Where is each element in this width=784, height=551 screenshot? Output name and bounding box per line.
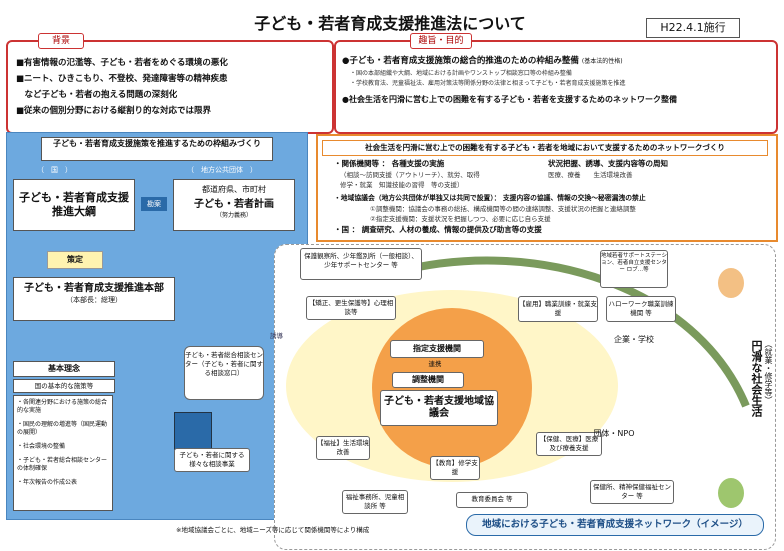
policies-list: ・各関連分野における施策の総合的な実施 ・国民の理解の増進等（国民運動の展開） … — [13, 395, 113, 511]
inner-circle — [372, 308, 532, 468]
background-tab: 背景 — [38, 33, 84, 49]
kyoiku-sub-box: 教育委員会 等 — [456, 492, 528, 508]
network-line: ・地域協議会（地方公共団体が単独又は共同で設置）： 支援内容の協議、情報の交換～… — [334, 194, 646, 202]
sakutei-label: 策定 — [47, 251, 103, 269]
background-item: など子ども・若者の抱える問題の深刻化 — [16, 90, 178, 100]
plan-note: （努力義務） — [215, 212, 252, 219]
framework-panel: 子ども・若者育成支援施策を推進するための枠組みづくり （ 国 ） （ 地方公共団… — [6, 132, 308, 520]
date-badge: H22.4.1施行 — [646, 18, 740, 38]
hoken-sub-text: 保健所、精神保健福祉センター 等 — [593, 483, 671, 500]
network-banner: 地域における子ども・若者育成支援ネットワーク（イメージ） — [466, 514, 764, 536]
network-support-box: 社会生活を円滑に営む上での困難を有する子ども・若者を地域において支援するためのネ… — [316, 134, 778, 242]
support-station-box: 地域若者サポートステーション、若者自立支援センター ロブ…等 — [600, 250, 668, 288]
framework-header: 子ども・若者育成支援施策を推進するための枠組みづくり — [41, 137, 273, 161]
person-illustration-icon — [718, 478, 744, 508]
kyogikai-box: 子ども・若者支援地域協議会 — [380, 390, 498, 426]
fukushi-box: 【福祉】生活環境改善 — [316, 436, 370, 460]
background-item: ■従来の個別分野における縦割り的な対応では限界 — [16, 106, 212, 116]
vertical-label: 円滑な社会生活 — [750, 340, 763, 417]
hogo-box: 保護観察所、少年鑑別所（一般相談）、少年サポートセンター 等 — [300, 248, 422, 280]
network-line: 修学・就業 知識技能の習得 等の支援） — [340, 181, 464, 189]
network-support-header: 社会生活を円滑に営む上での困難を有する子ども・若者を地域において支援するためのネ… — [322, 140, 768, 156]
purpose-item-1-note: (基本法的性格) — [581, 58, 623, 65]
consultation-image — [174, 412, 212, 450]
fukushi-sub-text: 福祉事務所、児童相談所 等 — [345, 493, 405, 510]
hoken-sub-box: 保健所、精神保健福祉センター 等 — [590, 480, 674, 504]
purpose-item-2: ●社会生活を円滑に営む上での困難を有する子ども・若者を支援するためのネットワーク… — [342, 95, 677, 104]
hoken-box: 【保健、医療】医療及び療養支援 — [536, 432, 602, 456]
purpose-sub: ・国の本部組織や大綱、地域における計画やワンストップ相談窓口等の枠組み整備 — [350, 70, 572, 77]
consultation-center-box: 子ども・若者総合相談センター（子ども・若者に関する相談窓口） — [184, 346, 264, 400]
npo-label: 団体・NPO — [593, 429, 635, 438]
taiko-box: 子ども・若者育成支援推進大綱 — [13, 179, 135, 231]
purpose-panel: 趣旨・目的 ●子ども・若者育成支援施策の総合的推進のための枠組み整備 (基本法的… — [334, 33, 778, 134]
principles-label: 基本理念 — [13, 361, 115, 377]
hoken-text: 【保健、医療】医療及び療養支援 — [539, 435, 599, 452]
consultation-center-text: 子ども・若者総合相談センター（子ども・若者に関する相談窓口） — [185, 351, 263, 377]
yuudou-label: 誘導 — [270, 332, 283, 340]
renkei-label: 連携 — [428, 360, 442, 368]
network-line: 医療、療養 生活環境改善 — [548, 171, 633, 179]
page-title: 子ども・若者育成支援推進法について — [254, 14, 526, 33]
soudan-box: 子ども・若者に関する様々な相談事業 — [174, 448, 250, 472]
kigyou-label: 企業・学校 — [614, 335, 654, 344]
kyoiku-text: 【教育】修学支援 — [432, 459, 478, 476]
honbu-title: 子ども・若者育成支援推進本部 — [24, 283, 164, 294]
vertical-sub-label: （就業・修学等） — [764, 340, 773, 404]
honbu-note: （本部長：総理） — [66, 296, 122, 304]
kanan-arrow: 勘案 — [141, 197, 167, 211]
network-line: （相談～訪問支援（アウトリーチ）、就労、取得 — [340, 171, 480, 179]
plan-name: 子ども・若者計画 — [194, 199, 274, 210]
policy-item: ・社会環境の整備 — [17, 443, 66, 450]
shitei-kikan-box: 指定支援機関 — [390, 340, 484, 358]
support-station-text: 地域若者サポートステーション、若者自立支援センター ロブ…等 — [601, 253, 667, 273]
policy-item: ・年次報告の作成公表 — [17, 479, 78, 486]
purpose-sub: ・学校教育法、児童福祉法、雇用対策法等関係分野の法律と相まって子ども・若者育成支… — [350, 80, 626, 87]
network-line: ・関係機関等 ： 各種支援の実施 — [334, 159, 445, 168]
plan-box: 都道府県、市町村 子ども・若者計画 （努力義務） — [173, 179, 295, 231]
policy-item: ・各関連分野における施策の総合的な実施 — [17, 399, 108, 414]
koyou-box: 【雇用】職業訓練・就業支援 — [518, 296, 598, 322]
policy-item: ・子ども・若者総合相談センターの体制確保 — [17, 457, 108, 472]
kyoiku-sub-text: 教育委員会 等 — [471, 495, 513, 503]
local-label: （ 地方公共団体 ） — [187, 166, 257, 174]
person-illustration-icon — [718, 268, 744, 298]
kyoiku-box: 【教育】修学支援 — [430, 456, 480, 480]
fukushi-text: 【福祉】生活環境改善 — [317, 439, 369, 456]
hogo-text: 保護観察所、少年鑑別所（一般相談）、少年サポートセンター 等 — [304, 252, 418, 269]
purpose-tab: 趣旨・目的 — [410, 33, 472, 49]
background-item: ■有害情報の氾濫等、子ども・若者をめぐる環境の悪化 — [16, 58, 228, 68]
national-label: （ 国 ） — [37, 166, 72, 174]
network-line: 状況把握、誘導、支援内容等の周知 — [548, 159, 668, 168]
chosei-box: 調整機関 — [392, 372, 464, 388]
soudan-text: 子ども・若者に関する様々な相談事業 — [179, 451, 245, 468]
koyou-text: 【雇用】職業訓練・就業支援 — [519, 300, 597, 317]
background-item: ■ニート、ひきこもり、不登校、発達障害等の精神疾患 — [16, 74, 228, 84]
policy-item: ・国民の理解の増進等（国民運動の展開） — [17, 421, 108, 436]
honbu-box: 子ども・若者育成支援推進本部 （本部長：総理） — [13, 277, 175, 321]
background-panel: 背景 ■有害情報の氾濫等、子ども・若者をめぐる環境の悪化 ■ニート、ひきこもり、… — [6, 33, 334, 134]
fukushi-sub-box: 福祉事務所、児童相談所 等 — [342, 490, 408, 514]
network-line: ②指定支援機関：支援状況を把握しつつ、必要に応じ自ら支援 — [370, 215, 551, 223]
footnote: ※地域協議会ごとに、地域ニーズ等に応じて関係機関等により構成 — [176, 526, 370, 534]
shinri-text: 【矯正、更生保護等】心理相談等 — [308, 299, 394, 316]
network-line: ①調整機関：協議会の事務の総括、構成機関等の間の連絡調整、支援状況の把握と連絡調… — [370, 205, 636, 213]
plan-title: 都道府県、市町村 — [202, 185, 266, 194]
hellowork-box: ハローワーク職業訓練機関 等 — [606, 296, 676, 322]
hellowork-text: ハローワーク職業訓練機関 等 — [608, 300, 674, 317]
shinri-box: 【矯正、更生保護等】心理相談等 — [306, 296, 396, 320]
policies-header: 国の基本的な施策等 — [13, 379, 115, 393]
network-line: ・国 ： 調査研究、人材の養成、情報の提供及び助言等の支援 — [334, 225, 542, 234]
purpose-item-1: ●子ども・若者育成支援施策の総合的推進のための枠組み整備 (基本法的性格) — [342, 54, 623, 66]
purpose-item-1-text: ●子ども・若者育成支援施策の総合的推進のための枠組み整備 — [342, 56, 579, 66]
